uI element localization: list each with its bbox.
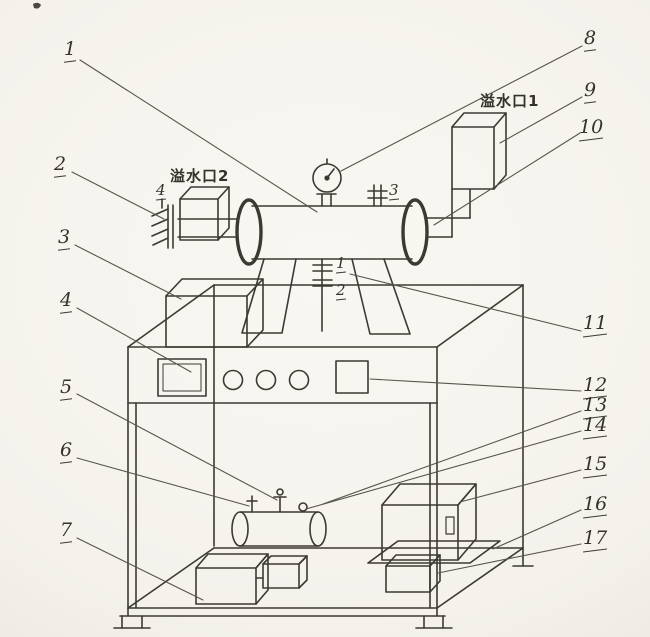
callout-8: 8 bbox=[584, 27, 597, 49]
part-mark-top-fitting: 3 bbox=[389, 181, 399, 199]
callout-16: 16 bbox=[583, 493, 608, 515]
leader-line-4 bbox=[76, 307, 192, 373]
vessel bbox=[235, 198, 429, 266]
panel-knob-1 bbox=[222, 369, 244, 391]
label-overflow-port-1: 溢水口1 bbox=[480, 92, 540, 110]
leader-line-15 bbox=[459, 469, 582, 503]
gauge-needle bbox=[326, 168, 335, 179]
cabinet-slot bbox=[445, 516, 455, 535]
label-overflow-port-2: 溢水口2 bbox=[170, 167, 230, 185]
part-mark-drain-lower: 2 bbox=[336, 281, 346, 299]
left-overflow-assembly bbox=[151, 186, 238, 249]
leader-line-3 bbox=[74, 244, 182, 300]
vessel-supports bbox=[241, 258, 411, 335]
vessel-right-flange bbox=[401, 198, 429, 266]
leader-line-2 bbox=[71, 171, 165, 220]
panel-knob-2 bbox=[255, 369, 277, 391]
leader-line-1 bbox=[79, 59, 318, 213]
vessel-top-fitting bbox=[367, 184, 388, 207]
callout-12: 12 bbox=[583, 374, 608, 396]
leader-line-12 bbox=[369, 378, 582, 392]
panel-display bbox=[157, 358, 207, 397]
hatch-valve bbox=[151, 198, 169, 246]
bench-feet bbox=[113, 557, 534, 629]
cylinder-fittings bbox=[246, 488, 308, 513]
part-mark-drain-upper: 1 bbox=[336, 254, 346, 272]
leader-lines bbox=[71, 45, 583, 601]
base-plate bbox=[367, 540, 501, 564]
callout-15: 15 bbox=[583, 453, 608, 475]
leader-line-11 bbox=[349, 273, 582, 332]
pressure-gauge bbox=[312, 158, 342, 207]
callout-5: 5 bbox=[60, 376, 73, 398]
bench-frame bbox=[113, 284, 534, 629]
callout-6: 6 bbox=[60, 439, 73, 461]
callout-4: 4 bbox=[60, 289, 73, 311]
right-overflow-assembly bbox=[426, 112, 507, 238]
leader-line-17 bbox=[437, 543, 582, 574]
leader-line-8 bbox=[340, 45, 583, 172]
paper-blemish bbox=[33, 2, 41, 9]
shelf-cylinder bbox=[231, 488, 327, 547]
control-panel bbox=[157, 358, 369, 397]
small-box bbox=[385, 554, 441, 593]
callout-10: 10 bbox=[579, 116, 604, 138]
motor-attachment bbox=[262, 563, 300, 589]
leader-line-14 bbox=[305, 430, 582, 510]
leader-line-5 bbox=[76, 393, 278, 501]
panel-switch-box bbox=[335, 360, 369, 394]
callout-11: 11 bbox=[583, 312, 608, 334]
drain-fitting bbox=[312, 258, 333, 332]
callout-3: 3 bbox=[58, 226, 71, 248]
panel-knob-3 bbox=[288, 369, 310, 391]
part-mark-left-valve: 4 bbox=[156, 181, 166, 199]
callout-13: 13 bbox=[583, 394, 608, 416]
gauge-dial bbox=[312, 163, 342, 193]
leader-line-10 bbox=[433, 132, 581, 226]
cabinet-box bbox=[367, 483, 501, 564]
callout-1: 1 bbox=[64, 38, 77, 60]
callout-7: 7 bbox=[60, 519, 73, 541]
leader-line-9 bbox=[499, 96, 583, 144]
vessel-left-flange bbox=[235, 198, 263, 266]
callout-2: 2 bbox=[54, 153, 67, 175]
leader-line-16 bbox=[492, 509, 582, 550]
callout-17: 17 bbox=[583, 527, 608, 549]
callout-14: 14 bbox=[583, 414, 608, 436]
leader-line-13 bbox=[322, 410, 582, 505]
leader-line-7 bbox=[76, 537, 204, 601]
leader-line-6 bbox=[76, 457, 250, 507]
callout-9: 9 bbox=[584, 79, 597, 101]
motor-box bbox=[195, 553, 308, 605]
overflow-box-1 bbox=[451, 126, 495, 190]
